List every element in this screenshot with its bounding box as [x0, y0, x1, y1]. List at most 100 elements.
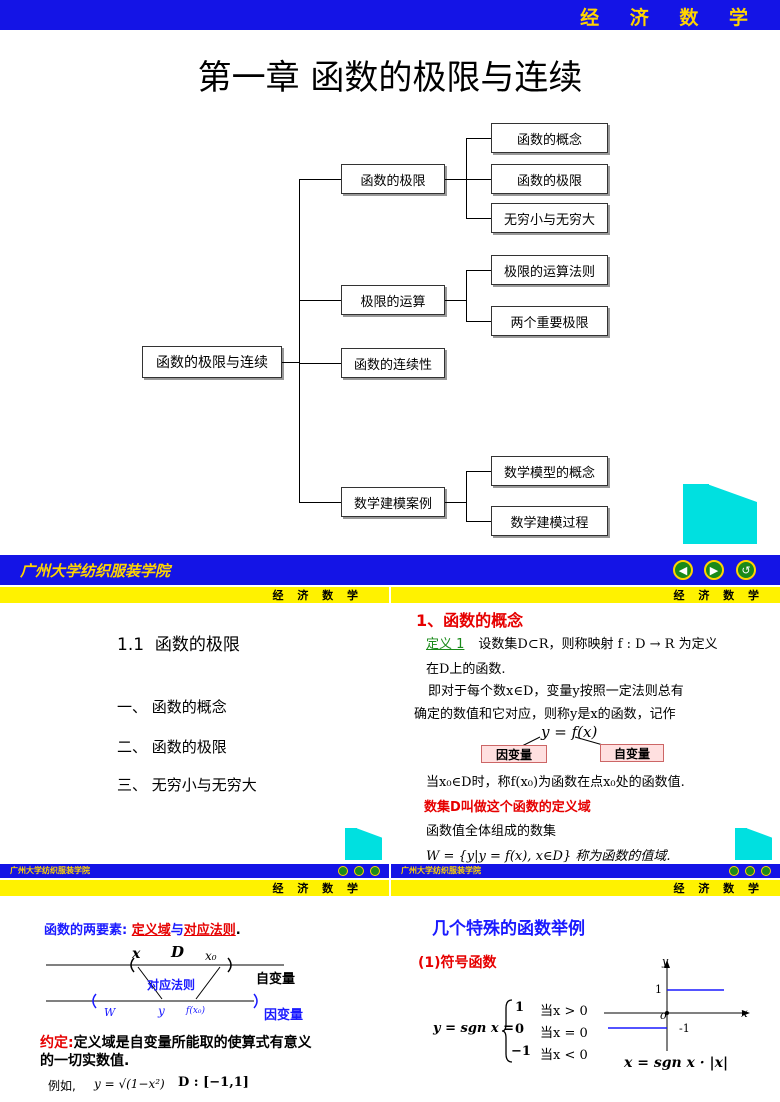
diagram-rule-label: 对应法则: [147, 978, 196, 992]
slide2-header-label: 经 济 数 学: [272, 589, 363, 602]
example-formula: y = √(1−x²): [94, 1077, 165, 1091]
next-icon[interactable]: [354, 866, 364, 876]
mindmap-leaf: 两个重要极限: [491, 306, 608, 336]
definition-text: 设数集D⊂R，则称映射 f : D → R 为定义: [478, 637, 718, 652]
return-icon[interactable]: [761, 866, 771, 876]
slide1-footer: 广州大学纺织服装学院 ◀ ▶ ↺: [0, 555, 780, 585]
sgn-identity: x = sgn x · |x|: [624, 1055, 729, 1071]
case-value: 0: [515, 1022, 525, 1037]
slide3-header-label: 经 济 数 学: [673, 589, 764, 602]
connector: [466, 138, 467, 218]
slide3-heading: 1、函数的概念: [416, 611, 524, 630]
slide1-header: 经 济 数 学: [0, 0, 780, 30]
case-condition: 当x < 0: [540, 1048, 588, 1063]
range-text: W = {y|y = f(x), x∈D} 称为函数的值域.: [426, 849, 671, 864]
elements-prefix: 函数的两要素:: [44, 923, 132, 938]
diagram-independent-label: 自变量: [256, 972, 296, 987]
decorative-logo: [707, 484, 757, 544]
brace-icon: [502, 999, 513, 1063]
slide3-footer-label: 广州大学纺织服装学院: [401, 866, 481, 875]
prev-icon[interactable]: ◀: [673, 560, 693, 580]
plot-y-label: y: [662, 955, 669, 968]
slide1-header-label: 经 济 数 学: [580, 7, 760, 29]
connector: [466, 270, 467, 321]
decorative-logo: [746, 828, 772, 860]
example-domain: D : [−1,1]: [178, 1075, 249, 1090]
slide1-footer-label: 广州大学纺织服装学院: [20, 562, 171, 580]
convention-text-2: 的一切实数值.: [40, 1053, 130, 1069]
elements-domain: 定义域: [131, 923, 171, 938]
dependent-variable-tag: 因变量: [481, 745, 547, 763]
slide3-footer: 广州大学纺织服装学院: [391, 864, 780, 878]
slide1-title: 第一章 函数的极限与连续: [197, 58, 583, 98]
sgn-lhs: y = sgn x =: [433, 1021, 515, 1036]
plot-origin: o: [660, 1009, 667, 1022]
diagram-w-label: W: [104, 1006, 116, 1019]
next-icon[interactable]: [745, 866, 755, 876]
definition-text: 即对于每个数x∈D，变量y按照一定法则总有: [428, 684, 684, 699]
mapping-diagram: [46, 957, 284, 1009]
connector: [466, 179, 491, 180]
decorative-logo: [345, 828, 357, 860]
prev-icon[interactable]: [338, 866, 348, 876]
connector: [299, 300, 341, 301]
prev-icon[interactable]: [729, 866, 739, 876]
connector: [299, 502, 341, 503]
case-value: −1: [511, 1044, 531, 1059]
slide5-header: 经 济 数 学: [391, 880, 780, 896]
next-icon[interactable]: ▶: [704, 560, 724, 580]
plot-x-label: x: [741, 1006, 748, 1020]
definition-text: 确定的数值和它对应，则称y是x的函数，记作: [414, 707, 676, 722]
decorative-logo: [683, 484, 709, 544]
convention-text: 定义域是自变量所能取的使算式有意义: [73, 1035, 312, 1051]
slide2-header: 经 济 数 学: [0, 587, 389, 603]
elements-and: 与: [170, 923, 184, 938]
plot-tick-1: 1: [655, 983, 662, 996]
domain-definition: 数集D叫做这个函数的定义域: [424, 800, 591, 815]
plot-tick-neg1: -1: [679, 1022, 690, 1035]
function-value-text: 当x₀∈D时，称f(x₀)为函数在点x₀处的函数值.: [426, 775, 685, 790]
mindmap-leaf: 极限的运算法则: [491, 255, 608, 285]
slide2-item: 二、 函数的极限: [117, 738, 227, 756]
slide3-header: 经 济 数 学: [391, 587, 780, 603]
decorative-logo: [356, 828, 382, 860]
connector: [466, 471, 467, 521]
elements-rule: 对应法则: [183, 923, 236, 938]
slide2-item: 三、 无穷小与无穷大: [117, 776, 257, 794]
diagram-x0-label: x₀: [205, 949, 217, 963]
function-formula: y = f(x): [541, 723, 598, 741]
slide4-header: 经 济 数 学: [0, 880, 389, 896]
connector: [466, 321, 491, 322]
connector: [445, 300, 467, 301]
mindmap-branch-limit: 函数的极限: [341, 164, 445, 194]
slide2-item: 一、 函数的概念: [117, 698, 227, 716]
connector: [299, 179, 300, 503]
connector: [445, 502, 467, 503]
connector: [466, 521, 491, 522]
mindmap-branch-modeling: 数学建模案例: [341, 487, 445, 517]
connector: [299, 179, 341, 180]
connector: [445, 179, 467, 180]
slide2-section-title: 1.1 函数的极限: [117, 635, 240, 655]
mindmap-root: 函数的极限与连续: [142, 346, 282, 378]
connector: [466, 270, 491, 271]
decorative-logo: [735, 828, 747, 860]
connector: [466, 218, 491, 219]
case-condition: 当x = 0: [540, 1026, 588, 1041]
definition-label: 定义 1: [426, 637, 465, 652]
sign-function-plot: [604, 960, 750, 1051]
convention-line: 约定:定义域是自变量所能取的使算式有意义: [40, 1032, 312, 1052]
range-text: 函数值全体组成的数集: [426, 824, 557, 839]
case-condition: 当x > 0: [540, 1004, 588, 1019]
two-elements-line: 函数的两要素: 定义域与对应法则.: [44, 919, 241, 938]
definition-line: 定义 1 设数集D⊂R，则称映射 f : D → R 为定义: [426, 633, 718, 652]
mindmap-leaf: 数学建模过程: [491, 506, 608, 536]
diagram-fx0-label: f(x₀): [186, 1006, 206, 1016]
diagram-d-label: D: [171, 943, 185, 961]
slide5-header-label: 经 济 数 学: [673, 882, 764, 895]
connector: [299, 363, 341, 364]
return-icon[interactable]: ↺: [736, 560, 756, 580]
slide5-heading: 几个特殊的函数举例: [432, 919, 585, 939]
slide4-header-label: 经 济 数 学: [272, 882, 363, 895]
return-icon[interactable]: [370, 866, 380, 876]
